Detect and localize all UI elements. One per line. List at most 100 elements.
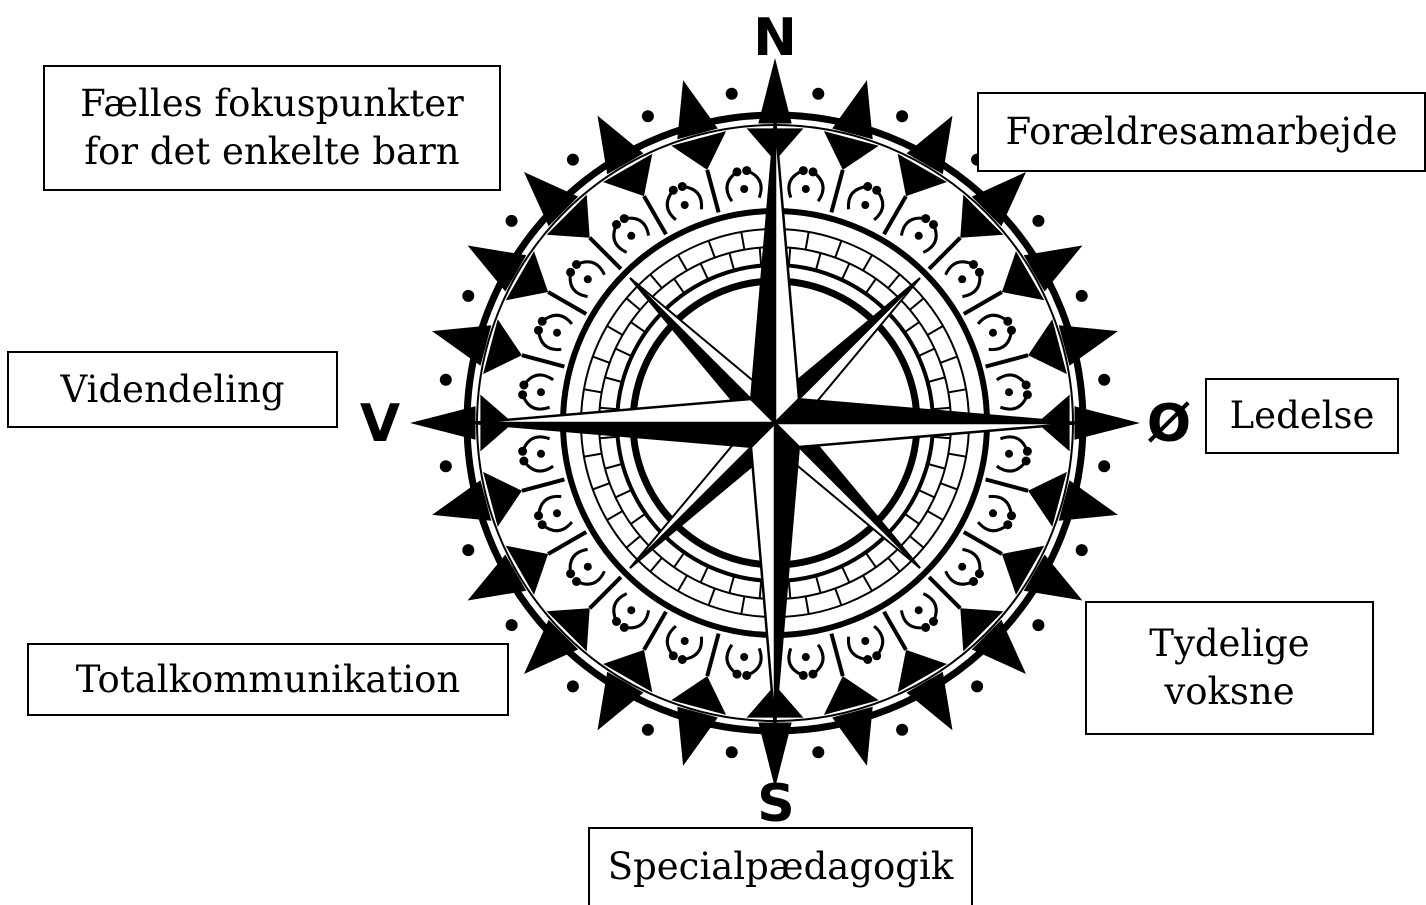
outer-dot	[812, 88, 824, 100]
petal-bud	[863, 182, 872, 191]
brick-divider-inner	[842, 264, 850, 280]
brick-divider-outer	[650, 274, 662, 288]
petal-dot	[989, 329, 997, 337]
brick-divider-outer	[650, 558, 662, 572]
petal-dot	[915, 606, 923, 614]
outer-dot	[567, 154, 579, 166]
petal-bud	[1022, 381, 1031, 390]
petal-bud	[1022, 457, 1031, 466]
brick-divider-inner	[760, 580, 762, 598]
brick-divider-inner	[600, 408, 618, 410]
outer-dot	[506, 619, 518, 631]
petal-bud	[969, 260, 978, 269]
petal-curl	[727, 172, 737, 201]
outer-dot	[567, 680, 579, 692]
petal-dot	[1005, 450, 1013, 458]
outer-dot	[1098, 460, 1110, 472]
label-ledelse: Ledelse	[1205, 378, 1399, 454]
petal-stem	[986, 355, 1029, 366]
label-videndeling: Videndeling	[7, 351, 338, 428]
petal-bud	[1007, 511, 1016, 520]
petal-curl	[978, 315, 1008, 324]
petal-bud	[1007, 326, 1016, 335]
outer-dot	[1032, 215, 1044, 227]
petal-curl	[997, 461, 1026, 471]
petal-curl	[813, 645, 823, 674]
cardinal-point-light	[470, 399, 775, 423]
label-specialpaedagogik-text: Specialpædagogik	[608, 843, 953, 891]
petal-dot	[802, 653, 810, 661]
cardinal-point-dark	[470, 423, 775, 447]
petal-curl	[874, 626, 883, 656]
outer-dot	[1076, 290, 1088, 302]
petal-dot	[989, 509, 997, 517]
petal-curl	[524, 461, 553, 471]
brick-divider-inner	[631, 514, 646, 524]
brick-divider-inner	[932, 437, 950, 439]
outer-dot	[971, 680, 983, 692]
petal-bud	[872, 651, 881, 660]
outer-dot	[506, 215, 518, 227]
brick-divider-outer	[806, 232, 809, 250]
petal-curl	[1000, 395, 1027, 409]
petal-curl	[789, 648, 803, 675]
brick-divider-outer	[741, 232, 744, 250]
petal-curl	[523, 395, 550, 409]
outer-dot	[896, 110, 908, 122]
brick-divider-inner	[616, 349, 632, 357]
petal-bud	[733, 167, 742, 176]
petal-stem	[831, 170, 842, 213]
petal-dot	[958, 275, 966, 283]
petal-bud	[566, 569, 575, 578]
petal-dot	[681, 201, 689, 209]
brick-divider-inner	[904, 514, 919, 524]
petal-bud	[969, 577, 978, 586]
label-faelles-fokuspunkter-text: Fælles fokuspunkter for det enkelte barn	[80, 80, 464, 176]
petal-stem	[522, 479, 565, 490]
petal-dot	[627, 232, 635, 240]
petal-bud	[921, 623, 930, 632]
brick-divider-outer	[910, 536, 924, 548]
brick-divider-inner	[600, 437, 618, 439]
label-totalkommunikation: Totalkommunikation	[27, 643, 509, 716]
brick-divider-outer	[626, 536, 640, 548]
petal-stem	[707, 634, 718, 677]
petal-dot	[861, 201, 869, 209]
label-tydelige-voksne: Tydelige voksne	[1085, 601, 1374, 735]
petal-bud	[612, 617, 621, 626]
outer-dot	[642, 110, 654, 122]
petal-curl	[978, 522, 1008, 531]
brick-divider-outer	[607, 511, 623, 520]
brick-divider-outer	[940, 357, 957, 363]
petal-stem	[522, 355, 565, 366]
petal-dot	[681, 637, 689, 645]
petal-bud	[1003, 520, 1012, 529]
petal-bud	[975, 268, 984, 277]
petal-curl	[747, 648, 761, 675]
petal-stem	[986, 479, 1029, 490]
petal-bud	[669, 651, 678, 660]
outer-dot	[462, 544, 474, 556]
petal-bud	[519, 457, 528, 466]
petal-bud	[572, 260, 581, 269]
brick-divider-outer	[910, 298, 924, 310]
brick-divider-outer	[835, 241, 841, 258]
label-specialpaedagogik: Specialpædagogik	[588, 827, 973, 905]
petal-bud	[534, 511, 543, 520]
petal-curl	[727, 645, 737, 674]
petal-bud	[572, 577, 581, 586]
brick-divider-inner	[866, 552, 876, 567]
brick-divider-inner	[816, 253, 821, 270]
outer-dot	[462, 290, 474, 302]
petal-dot	[553, 329, 561, 337]
petal-curl	[524, 375, 553, 385]
petal-bud	[566, 268, 575, 277]
petal-bud	[620, 623, 629, 632]
petal-bud	[929, 220, 938, 229]
petal-curl	[667, 626, 676, 656]
brick-divider-inner	[928, 377, 945, 382]
petal-curl	[747, 171, 761, 198]
brick-divider-outer	[741, 596, 744, 614]
outer-dot	[1076, 544, 1088, 556]
petal-bud	[733, 670, 742, 679]
